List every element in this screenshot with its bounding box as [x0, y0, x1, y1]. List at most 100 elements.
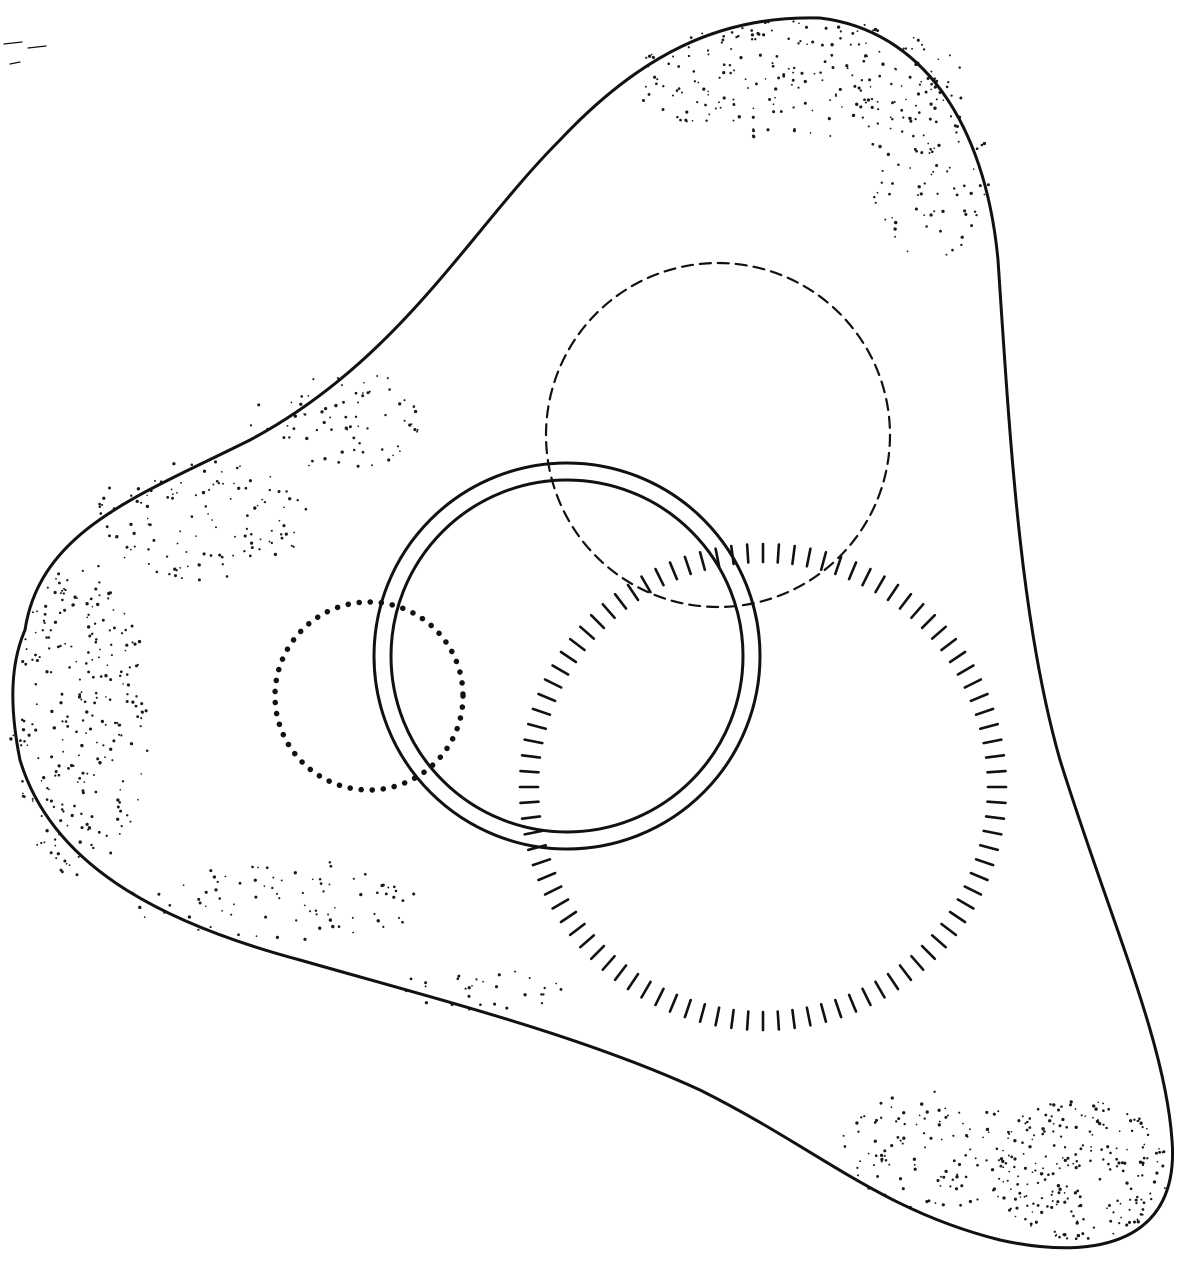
- stipple-dot: [251, 866, 254, 869]
- stipple-dot: [871, 106, 874, 109]
- stipple-dot: [733, 120, 735, 122]
- stipple-dot: [900, 1140, 902, 1142]
- stipple-dot: [730, 48, 732, 50]
- stipple-dot: [133, 643, 136, 646]
- stipple-dot: [975, 1157, 977, 1159]
- stipple-dot: [31, 723, 33, 725]
- stipple-dot: [230, 914, 232, 916]
- stipple-dot: [908, 117, 910, 119]
- stipple-dot: [1137, 1175, 1139, 1177]
- stipple-dot: [929, 152, 931, 154]
- stipple-dot: [1010, 1156, 1013, 1159]
- stipple-dot: [1052, 1172, 1055, 1175]
- stipple-dot: [859, 1160, 861, 1162]
- stipple-dot: [78, 856, 80, 858]
- stipple-dot: [1108, 1204, 1111, 1207]
- stipple-dot: [180, 482, 182, 484]
- hatch-tick: [922, 615, 935, 628]
- stipple-dot: [101, 504, 103, 506]
- stipple-dot: [96, 757, 99, 760]
- stipple-dot: [876, 1175, 879, 1178]
- stipple-dot: [937, 144, 940, 147]
- stipple-dot: [98, 656, 100, 658]
- stipple-dot: [91, 659, 93, 661]
- stipple-dot: [997, 1110, 999, 1112]
- stipple-dot: [933, 107, 936, 110]
- stipple-dot: [176, 492, 178, 494]
- hatch-tick: [807, 549, 811, 567]
- stipple-dot: [847, 67, 849, 69]
- stipple-dot: [1066, 1237, 1068, 1239]
- hatch-tick: [670, 563, 677, 580]
- stipple-dot: [385, 892, 388, 895]
- stipple-dot: [777, 76, 780, 79]
- stipple-dot: [41, 815, 43, 817]
- stipple-dot: [862, 60, 865, 63]
- stipple-dot: [66, 863, 68, 865]
- stipple-dot: [404, 420, 406, 422]
- stipple-dot: [793, 128, 796, 131]
- hatch-tick: [716, 1008, 720, 1026]
- stipple-dot: [867, 98, 870, 101]
- stipple-dot: [751, 33, 754, 36]
- stipple-dot: [98, 831, 101, 834]
- stipple-dot: [78, 695, 81, 698]
- stipple-dot: [102, 497, 105, 500]
- hatch-tick: [533, 859, 550, 865]
- stipple-dot: [828, 117, 831, 120]
- stipple-dot: [12, 735, 14, 737]
- stipple-dot: [965, 1134, 968, 1137]
- stipple-dot: [877, 122, 879, 124]
- stipple-dot: [24, 663, 27, 666]
- stipple-dot: [814, 73, 816, 75]
- stipple-dot: [840, 30, 842, 32]
- stipple-dot: [257, 403, 260, 406]
- stipple-dot: [987, 183, 990, 186]
- stipple-dot: [199, 902, 202, 905]
- hatch-tick: [570, 639, 584, 650]
- stipple-dot: [239, 465, 241, 467]
- stipple-dot: [891, 182, 894, 185]
- stipple-dot: [792, 106, 794, 108]
- stipple-dot: [293, 427, 296, 430]
- stipple-dot: [89, 727, 92, 730]
- stipple-dot: [894, 101, 896, 103]
- stipple-dot: [312, 878, 314, 880]
- stipple-dot: [467, 995, 470, 998]
- stipple-dot: [1037, 1204, 1040, 1207]
- edge-stipple: [9, 20, 1166, 1240]
- stipple-dot: [55, 578, 57, 580]
- stipple-dot: [119, 810, 122, 813]
- stipple-dot: [35, 683, 38, 686]
- stipple-dot: [1041, 1133, 1044, 1136]
- stipple-dot: [341, 450, 344, 453]
- stipple-dot: [82, 789, 85, 792]
- stipple-dot: [21, 719, 24, 722]
- stipple-dot: [329, 883, 331, 885]
- stipple-dot: [9, 737, 12, 740]
- stipple-dot: [99, 649, 101, 651]
- stipple-dot: [1121, 1161, 1124, 1164]
- stipple-dot: [203, 552, 206, 555]
- hatch-tick: [835, 1000, 841, 1017]
- stipple-dot: [918, 111, 921, 114]
- stipple-dot: [345, 427, 348, 430]
- stipple-dot: [1109, 1220, 1112, 1223]
- stipple-dot: [23, 740, 26, 743]
- stipple-dot: [465, 988, 467, 990]
- stipple-dot: [891, 1106, 893, 1108]
- stipple-dot: [523, 993, 526, 996]
- stipple-dot: [936, 98, 938, 100]
- stipple-dot: [735, 36, 737, 38]
- stipple-dot: [787, 37, 790, 40]
- stipple-dot: [918, 185, 921, 188]
- stipple-dot: [881, 182, 883, 184]
- stipple-dot: [35, 632, 37, 634]
- stipple-dot: [685, 111, 688, 114]
- stipple-dot: [334, 907, 336, 909]
- stipple-dot: [1051, 1115, 1053, 1117]
- stipple-dot: [100, 675, 103, 678]
- stipple-dot: [291, 545, 293, 547]
- stipple-dot: [63, 592, 65, 594]
- stipple-dot: [118, 734, 120, 736]
